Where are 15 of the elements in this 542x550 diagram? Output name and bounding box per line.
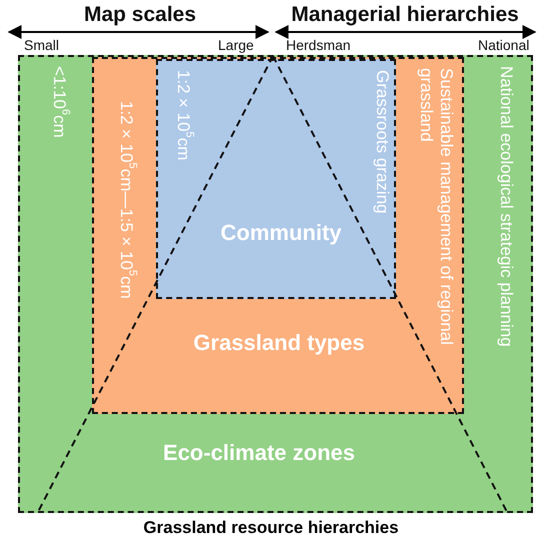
zone-title: Community (220, 220, 342, 246)
management-text: Grassroots grazing (372, 70, 392, 216)
caption: Grassland resource hierarchies (143, 518, 399, 537)
axis-label: Large (218, 37, 254, 53)
heading: Map scales (84, 3, 196, 27)
management-text: National ecological strategic planning (496, 66, 516, 349)
axis-label: National (478, 37, 530, 53)
zone-title: Eco-climate zones (163, 440, 355, 466)
zone-title: Grassland types (193, 330, 365, 356)
axis-label: Herdsman (286, 37, 351, 53)
zone-panel (156, 59, 396, 299)
heading: Managerial hierarchies (291, 3, 519, 27)
axis-label: Small (24, 37, 60, 53)
zone-panel (92, 57, 464, 414)
management-text: Sustainable management of regional grassland (416, 68, 456, 347)
